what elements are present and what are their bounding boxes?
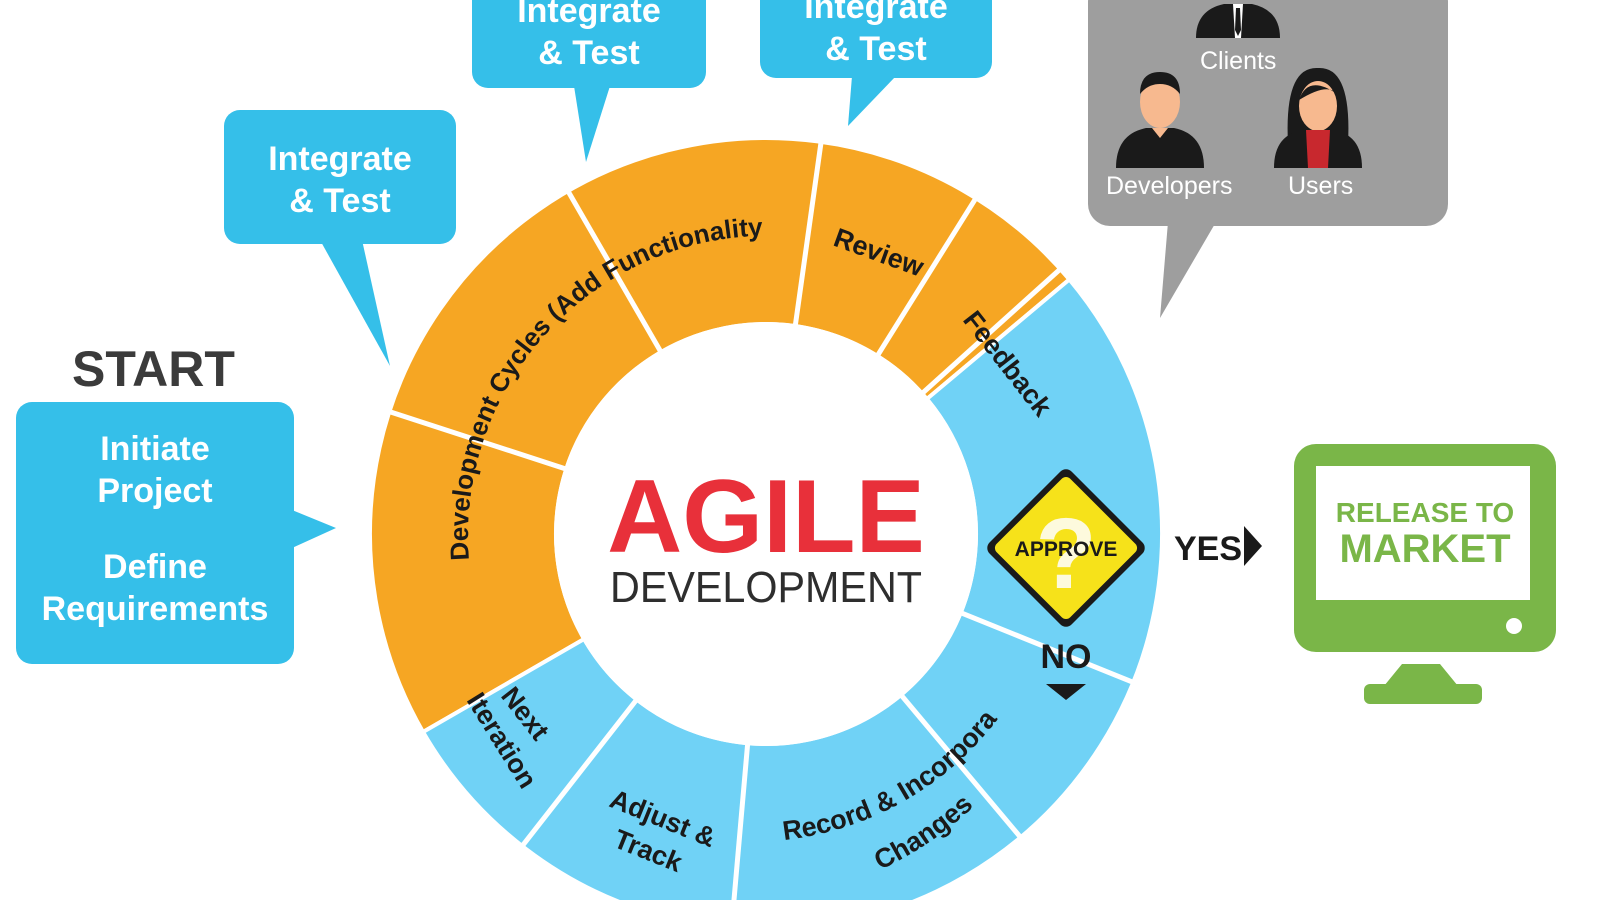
wheel-divider — [731, 742, 751, 900]
developers-label: Developers — [1106, 172, 1233, 200]
wheel-center-circle — [554, 322, 978, 746]
clients-label: Clients — [1200, 47, 1277, 75]
wheel-divider — [517, 697, 639, 851]
start-title: START — [72, 341, 235, 397]
no-arrow-icon — [1046, 684, 1086, 700]
bubble2-line1: Integrate — [517, 0, 661, 30]
bubble1-line2: & Test — [289, 182, 391, 220]
release-line2: MARKET — [1339, 527, 1510, 571]
user-person-icon — [1274, 67, 1362, 168]
bubble3-tail — [848, 76, 896, 126]
define-line1: Define — [103, 548, 207, 586]
release-line1: RELEASE TO — [1336, 497, 1514, 528]
approve-label: APPROVE — [1015, 538, 1118, 561]
integrate-test-bubble-1: Integrate & Test — [224, 110, 456, 244]
initiate-line1: Initiate — [100, 430, 210, 468]
bubble3-line2: & Test — [825, 30, 927, 68]
bubble2-line2: & Test — [538, 34, 640, 72]
bubble1-line1: Integrate — [268, 140, 412, 178]
bubble3-line1: Integrate — [804, 0, 948, 26]
define-line2: Requirements — [41, 590, 269, 628]
wheel-ring — [368, 136, 1164, 900]
start-bubble-tail — [292, 510, 336, 548]
bubble2-tail — [574, 86, 610, 162]
agile-title: AGILE — [607, 459, 925, 575]
users-label: Users — [1288, 172, 1354, 200]
wheel-divider — [384, 408, 568, 472]
wheel-divider — [875, 193, 981, 358]
approve-sign: ? APPROVE — [987, 469, 1145, 627]
wheel-divider — [792, 137, 825, 327]
wheel-divider — [899, 693, 1026, 843]
yes-arrow-icon — [1244, 526, 1262, 566]
integrate-test-bubble-3: Integrate & Test — [760, 0, 992, 78]
initiate-line2: Project — [97, 472, 213, 510]
initiate-project-box: Initiate Project Define Requirements — [16, 402, 294, 664]
monitor-icon — [1294, 444, 1556, 704]
integrate-test-bubble-2: Integrate & Test — [472, 0, 706, 88]
no-label: NO — [1041, 638, 1092, 676]
wheel-divider — [563, 186, 664, 354]
yes-label: YES — [1174, 530, 1242, 568]
developer-person-icon — [1116, 72, 1204, 168]
people-panel-tail — [1160, 222, 1216, 318]
wheel-divider — [959, 610, 1138, 687]
bubble1-tail — [320, 240, 390, 366]
client-person-icon — [1196, 4, 1280, 38]
wheel-divider — [920, 264, 1065, 396]
development-subtitle: DEVELOPMENT — [610, 563, 922, 612]
approve-question-icon: ? — [1035, 498, 1096, 610]
